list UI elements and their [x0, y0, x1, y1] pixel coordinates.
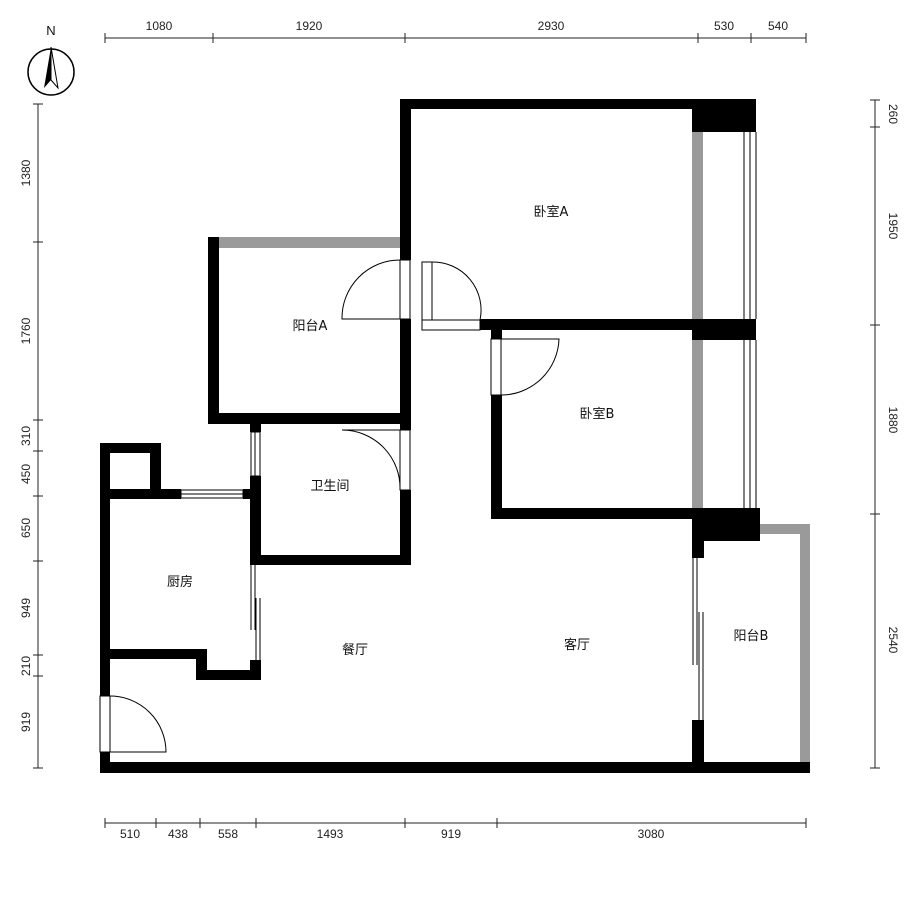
- dim-left-8: 919: [19, 712, 33, 732]
- bedroom-a-door: [421, 261, 482, 331]
- door-swings: [99, 259, 560, 753]
- dim-top-1: 1080: [146, 19, 173, 33]
- dim-top-5: 540: [768, 19, 788, 33]
- room-bedroom-a: 卧室A: [534, 204, 569, 220]
- room-labels: 卧室A 阳台A 卧室B 卫生间 厨房 餐厅 客厅 阳台B: [167, 204, 768, 658]
- room-bathroom: 卫生间: [310, 479, 349, 494]
- dim-left-5: 650: [19, 518, 33, 538]
- room-balcony-b: 阳台B: [734, 629, 769, 644]
- dim-bottom-4: 1493: [317, 827, 344, 841]
- dim-bottom-2: 438: [168, 827, 188, 841]
- dim-bottom-5: 919: [441, 827, 461, 841]
- dim-right-3: 1880: [886, 407, 900, 434]
- dim-bottom-6: 3080: [638, 827, 665, 841]
- entrance-door: [99, 695, 167, 753]
- bedroom-b-door: [490, 338, 560, 396]
- dim-top-3: 2930: [538, 19, 565, 33]
- dim-right-1: 260: [886, 104, 900, 124]
- dimension-labels: 1080 1920 2930 530 540 510 438 558 1493 …: [19, 19, 900, 841]
- dim-bottom-1: 510: [120, 827, 140, 841]
- bathroom-door: [341, 429, 411, 491]
- dim-left-7: 210: [19, 656, 33, 676]
- room-balcony-a: 阳台A: [293, 319, 328, 334]
- openings: [180, 132, 757, 720]
- dim-right-4: 2540: [886, 627, 900, 654]
- dim-top-4: 530: [714, 19, 734, 33]
- dimension-lines: [33, 33, 880, 828]
- dim-left-2: 1760: [19, 317, 33, 344]
- balcony-a-door: [341, 259, 411, 320]
- dim-top-2: 1920: [296, 19, 323, 33]
- room-living: 客厅: [564, 637, 590, 653]
- north-arrow-icon: [27, 46, 75, 96]
- window-walls: [208, 132, 810, 772]
- dim-bottom-3: 558: [218, 827, 238, 841]
- compass: N: [27, 23, 75, 96]
- room-kitchen: 厨房: [167, 574, 193, 590]
- dim-left-4: 450: [19, 464, 33, 484]
- dim-left-3: 310: [19, 426, 33, 446]
- dim-right-2: 1950: [886, 213, 900, 240]
- walls: [100, 99, 810, 773]
- dim-left-1: 1380: [19, 159, 33, 186]
- north-label: N: [46, 23, 55, 38]
- room-bedroom-b: 卧室B: [580, 406, 615, 422]
- room-dining: 餐厅: [342, 642, 368, 658]
- dim-left-6: 949: [19, 598, 33, 618]
